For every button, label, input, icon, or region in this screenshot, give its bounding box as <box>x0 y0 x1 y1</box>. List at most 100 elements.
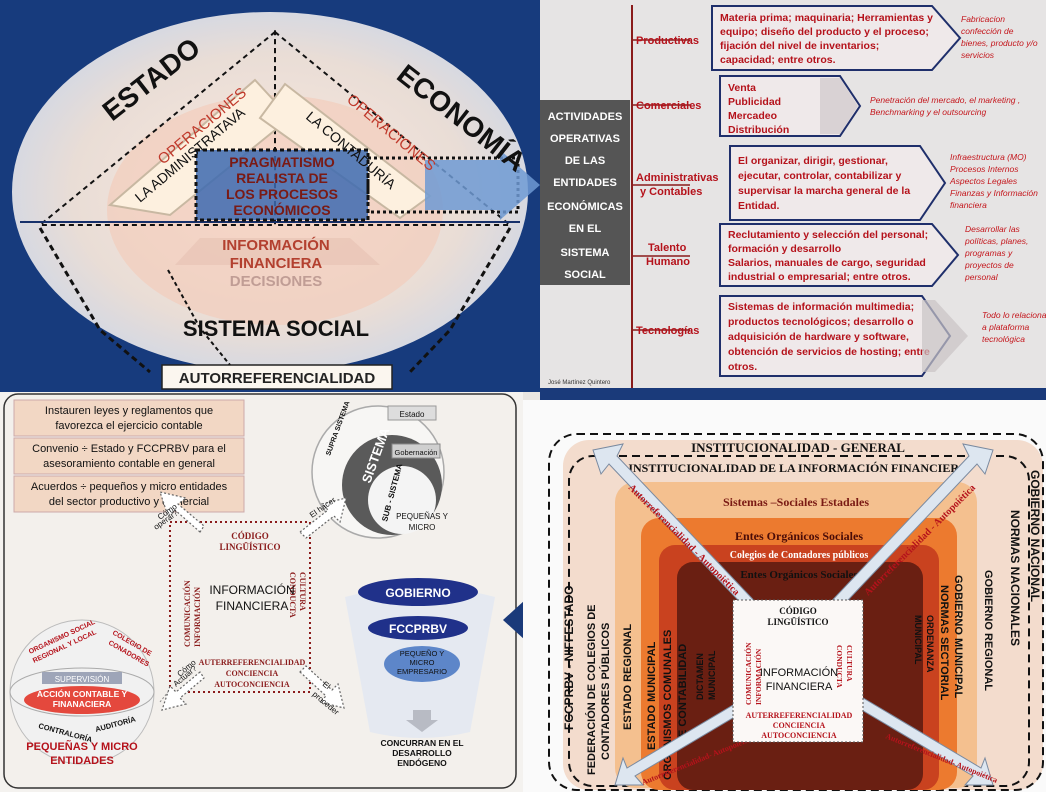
decisiones-label: DECISIONES <box>230 273 323 290</box>
center-label-box <box>540 100 630 285</box>
globe: ACCIÓN CONTABLE Y FINANACIERA SUPERVISIÓ… <box>9 619 155 767</box>
pragmatismo-text: PRAGMATISMO REALISTA DE LOS PROCESOS ECO… <box>226 154 338 218</box>
diagram-institucionalidad: INSTITUCIONALIDAD - GENERAL INSTITUCIONA… <box>548 433 1044 791</box>
svg-text:ECONÓMICOS: ECONÓMICOS <box>233 201 330 218</box>
svg-text:FINANCIERA: FINANCIERA <box>766 681 833 693</box>
svg-text:ORDENANZA: ORDENANZA <box>925 615 935 673</box>
svg-text:DE LAS: DE LAS <box>565 155 605 167</box>
svg-text:FEDERACIÓN DE COLEGIOS DE: FEDERACIÓN DE COLEGIOS DE <box>585 604 598 775</box>
svg-text:industrial o empresarial; entr: industrial o empresarial; entre otros. <box>728 271 911 283</box>
svg-text:a plataforma: a plataforma <box>982 322 1030 332</box>
svg-text:PEQUEÑAS Y MICRO: PEQUEÑAS Y MICRO <box>26 740 138 753</box>
svg-text:Administrativas: Administrativas <box>636 172 719 184</box>
diagram-estado-economia: AUTORREFERENCIALIDAD ESTADO ECONOMÍA OPE… <box>12 12 540 390</box>
svg-text:INSTITUCIONALIDAD - GENERAL: INSTITUCIONALIDAD - GENERAL <box>691 440 905 455</box>
svg-text:Penetración del mercado, el ma: Penetración del mercado, el marketing , <box>870 95 1020 105</box>
svg-text:MUNICIPAL: MUNICIPAL <box>707 650 717 700</box>
svg-text:INSTITUCIONALIDAD DE LA INFORM: INSTITUCIONALIDAD DE LA INFORMACIÓN FINA… <box>628 461 968 475</box>
svg-text:CONDUCTA: CONDUCTA <box>288 572 297 618</box>
dash-left <box>38 227 151 374</box>
svg-text:Procesos Internos: Procesos Internos <box>950 164 1019 174</box>
svg-text:Reclutamiento y selección del: Reclutamiento y selección del personal; <box>728 229 928 241</box>
svg-text:COMUNICACIÓN: COMUNICACIÓN <box>743 642 753 705</box>
svg-text:capacidad; entre otros.: capacidad; entre otros. <box>720 54 836 66</box>
central-info: CÓDIGO LINGÜÍSTICO COMUNICACIÓN INFORMAC… <box>169 521 311 693</box>
svg-text:Comerciales: Comerciales <box>636 100 701 112</box>
svg-text:PRAGMATISMO: PRAGMATISMO <box>229 154 335 170</box>
center-label: ACTIVIDADES OPERATIVAS DE LAS ENTIDADES … <box>547 111 623 281</box>
blue-arrow <box>425 150 540 220</box>
svg-text:El: El <box>321 680 332 692</box>
frame-info <box>568 455 1030 787</box>
svg-text:GOBIERNO REGIONAL: GOBIERNO REGIONAL <box>982 570 994 691</box>
svg-text:SOCIAL: SOCIAL <box>564 269 606 281</box>
svg-text:LINGÜÍSTICO: LINGÜÍSTICO <box>219 542 280 552</box>
svg-text:tecnológica: tecnológica <box>982 334 1025 344</box>
svg-text:adquisición de hardware y soft: adquisición de hardware y software, <box>728 331 909 343</box>
svg-text:ESTADO REGIONAL: ESTADO REGIONAL <box>622 624 634 730</box>
svg-text:Instauren leyes y reglamentos: Instauren leyes y reglamentos que <box>45 405 213 417</box>
diagram-actividades: ACTIVIDADES OPERATIVAS DE LAS ENTIDADES … <box>540 0 1046 400</box>
svg-text:ACTIVIDADES: ACTIVIDADES <box>548 111 623 123</box>
svg-text:NORMAS NACIONALES: NORMAS NACIONALES <box>1008 510 1022 646</box>
row-productivas: Productivas Materia prima; maquinaria; H… <box>632 5 1038 71</box>
svg-text:Materia prima; maquinaria; Her: Materia prima; maquinaria; Herramientas … <box>720 12 933 24</box>
svg-text:Aspectos Legales: Aspectos Legales <box>949 176 1018 186</box>
diagram-sistema: Instauren leyes y reglamentos que favore… <box>3 393 517 789</box>
svg-text:GOBIERNO: GOBIERNO <box>385 586 450 600</box>
svg-text:y Contables: y Contables <box>640 186 702 198</box>
svg-text:INFORMACIÓN: INFORMACIÓN <box>222 236 330 254</box>
svg-text:ejecutar, controlar, contabili: ejecutar, controlar, contabilizar y <box>738 170 902 182</box>
svg-text:programas y: programas y <box>964 248 1013 258</box>
svg-text:ECONÓMICAS: ECONÓMICAS <box>547 200 623 213</box>
svg-text:ENTIDADES: ENTIDADES <box>553 177 617 189</box>
policy-boxes: Instauren leyes y reglamentos que favore… <box>13 399 245 513</box>
row-talento-humano: Talento Humano Reclutamiento y selección… <box>632 223 1028 287</box>
row-administrativas: Administrativas y Contables El organizar… <box>632 145 1038 221</box>
panel-actividades-operativas: ACTIVIDADES OPERATIVAS DE LAS ENTIDADES … <box>540 0 1046 400</box>
svg-text:Entes Orgánicos Sociales: Entes Orgánicos Sociales <box>735 529 863 543</box>
dotted-arrows <box>159 491 347 711</box>
row-tecnologias: Tecnologías Sistemas de información mult… <box>632 295 1046 377</box>
svg-text:Estado: Estado <box>400 410 425 419</box>
svg-text:CULTURA: CULTURA <box>298 572 307 611</box>
panel-institucionalidad: INSTITUCIONALIDAD - GENERAL INSTITUCIONA… <box>523 400 1046 792</box>
svg-text:SISTEMA: SISTEMA <box>561 247 610 259</box>
svg-text:FINANACIERA: FINANACIERA <box>53 699 112 709</box>
svg-text:personal: personal <box>964 272 999 282</box>
talento-box <box>719 223 960 287</box>
svg-text:asesoramiento contable en gene: asesoramiento contable en general <box>43 458 215 470</box>
svg-text:Humano: Humano <box>646 256 690 268</box>
svg-text:GOBIERNO NACIONAL: GOBIERNO NACIONAL <box>1028 470 1042 602</box>
svg-text:Productivas: Productivas <box>636 35 699 47</box>
svg-text:CONTADORES PÚBLICOS: CONTADORES PÚBLICOS <box>599 623 612 760</box>
svg-text:Venta: Venta <box>728 82 756 94</box>
svg-text:Convenio ÷ Estado y FCCPRBV pa: Convenio ÷ Estado y FCCPRBV para el <box>32 443 226 455</box>
right-vertical-labels: GOBIERNO NACIONAL NORMAS NACIONALES GOBI… <box>913 470 1042 701</box>
row-comerciales: Comerciales Venta Publicidad Mercadeo Di… <box>632 75 1020 137</box>
svg-text:Todo lo relacionado: Todo lo relacionado <box>982 310 1046 320</box>
svg-text:PEQUEÑAS Y: PEQUEÑAS Y <box>396 512 449 521</box>
svg-text:productos tecnológicos; desarr: productos tecnológicos; desarrollo o <box>728 316 914 328</box>
svg-text:MUNICIPAL: MUNICIPAL <box>913 615 923 665</box>
panel-estado-economia: AUTORREFERENCIALIDAD ESTADO ECONOMÍA OPE… <box>0 0 540 392</box>
svg-text:AUTERREFERENCIALIDAD: AUTERREFERENCIALIDAD <box>746 711 853 720</box>
svg-text:DICTAMEN: DICTAMEN <box>695 653 705 700</box>
svg-text:Gobernación: Gobernación <box>395 448 438 457</box>
svg-text:servicios: servicios <box>961 50 995 60</box>
svg-text:financiera: financiera <box>950 200 987 210</box>
autorref-box <box>161 364 393 390</box>
svg-text:supervisar la marcha general d: supervisar la marcha general de la <box>738 185 910 197</box>
funnel: GOBIERNO FCCPRBV PEQUEÑO Y MICRO EMPRESA… <box>345 578 495 768</box>
svg-text:INFORMACIÓN: INFORMACIÓN <box>209 582 294 597</box>
svg-text:Acuerdos ÷ pequeños y micro en: Acuerdos ÷ pequeños y micro entidades <box>31 481 228 493</box>
svg-text:SUPERVISIÓN: SUPERVISIÓN <box>55 675 110 684</box>
svg-text:favorezca el ejercicio contabl: favorezca el ejercicio contable <box>55 420 202 432</box>
svg-text:ENDÓGENO: ENDÓGENO <box>397 757 447 768</box>
svg-text:Tecnologías: Tecnologías <box>636 325 699 337</box>
svg-text:Sistemas de información multim: Sistemas de información multimedia; <box>728 301 914 313</box>
svg-text:INFORMACIÓN: INFORMACIÓN <box>753 648 763 705</box>
svg-text:GOBIERNO MUNICIPAL: GOBIERNO MUNICIPAL <box>952 575 964 699</box>
svg-text:Benchmarking y el outsourcing: Benchmarking y el outsourcing <box>870 107 987 117</box>
svg-text:LINGÜÍSTICO: LINGÜÍSTICO <box>767 617 828 627</box>
